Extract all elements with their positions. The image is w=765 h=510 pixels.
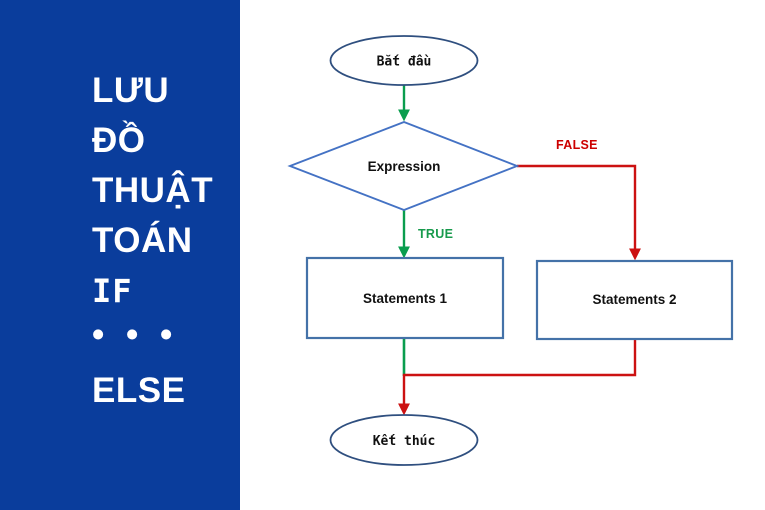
edge-statements2-to-end [398,339,637,416]
node-statements-1-label: Statements 1 [363,291,448,306]
node-start-label: Bắt đầu [377,55,432,70]
title-line-ellipsis: • • • [92,315,179,354]
title-line-luu: LƯU [92,71,170,110]
title-line-else: ELSE [92,371,186,410]
title-line-do: ĐỒ [92,121,146,160]
title-line-toan: TOÁN [92,221,193,260]
flowchart-canvas: Bắt đầu Expression FALSE TRUE Statements… [240,0,765,510]
node-end[interactable]: Kết thúc [329,414,479,466]
edge-label-false: FALSE [556,138,598,152]
title-line-if: IF [92,272,133,310]
node-statements-1[interactable]: Statements 1 [305,256,505,340]
title-text-block: LƯU ĐỒ THUẬT TOÁN IF • • • ELSE [0,66,240,416]
node-statements-2[interactable]: Statements 2 [535,259,734,341]
title-panel: LƯU ĐỒ THUẬT TOÁN IF • • • ELSE [0,0,240,510]
node-end-label: Kết thúc [373,434,436,449]
node-decision[interactable]: Expression [287,120,520,212]
node-statements-2-label: Statements 2 [592,292,676,307]
edge-label-true: TRUE [418,227,453,241]
node-decision-label: Expression [368,159,441,174]
edge-decision-to-statements2 [517,164,641,261]
title-line-thuat: THUẬT [92,171,214,210]
node-start[interactable]: Bắt đầu [329,35,479,86]
